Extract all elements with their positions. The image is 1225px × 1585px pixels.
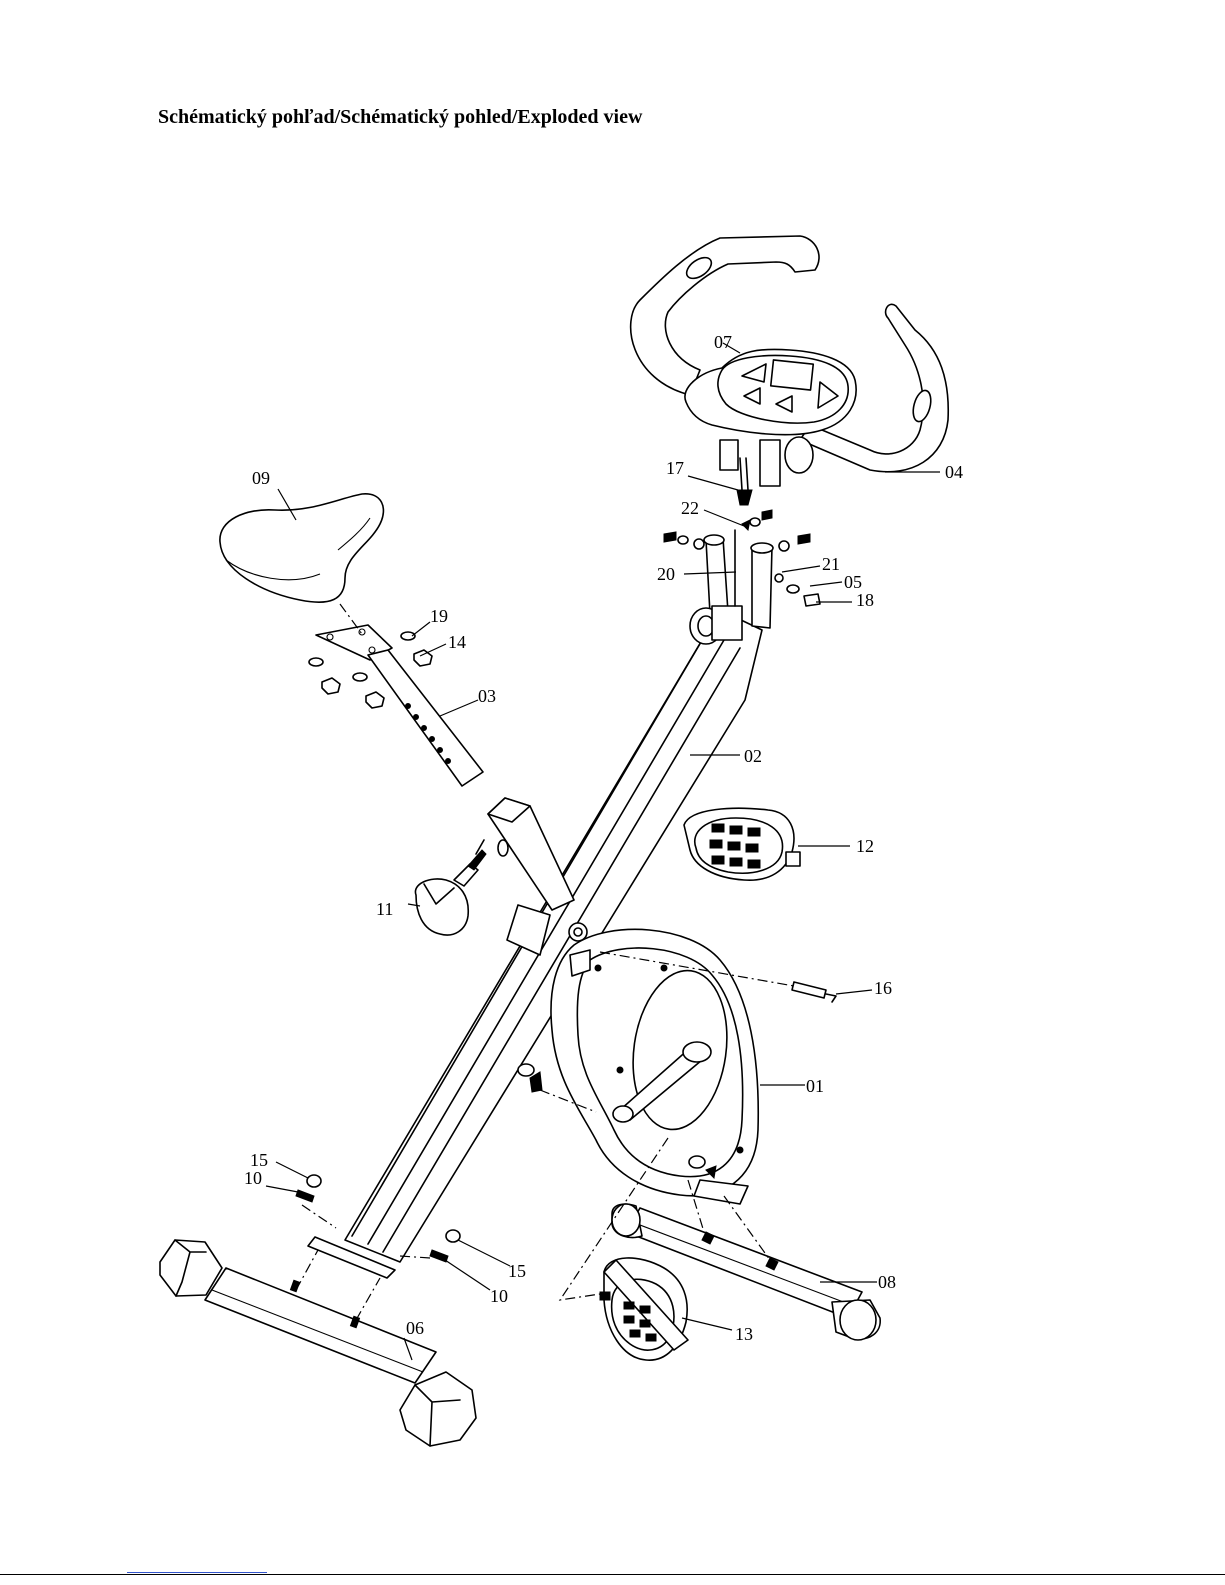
label-part-06: 06	[406, 1318, 424, 1338]
label-part-11: 11	[376, 899, 393, 919]
label-part-18: 18	[856, 590, 874, 610]
label-part-17: 17	[666, 458, 684, 478]
label-part-03: 03	[478, 686, 496, 706]
label-part-04: 04	[945, 462, 963, 482]
label-part-19: 19	[430, 606, 448, 626]
label-part-15-right: 15	[508, 1261, 526, 1281]
label-part-07: 07	[714, 332, 732, 352]
label-part-05: 05	[844, 572, 862, 592]
label-part-14: 14	[448, 632, 466, 652]
pedal-left-drawing	[600, 1258, 688, 1360]
label-part-15-left: 15	[250, 1150, 268, 1170]
label-part-12: 12	[856, 836, 874, 856]
label-part-22: 22	[681, 498, 699, 518]
tension-knob-drawing	[415, 840, 486, 935]
label-part-21: 21	[822, 554, 840, 574]
label-part-02: 02	[744, 746, 762, 766]
label-part-10-left: 10	[244, 1168, 262, 1188]
label-part-09: 09	[252, 468, 270, 488]
rear-stabilizer-drawing	[160, 1240, 476, 1446]
label-part-10-right: 10	[490, 1286, 508, 1306]
seat-drawing	[220, 494, 384, 634]
label-part-13: 13	[735, 1324, 753, 1344]
page-bottom-rule	[0, 1574, 1225, 1575]
footnote-link-underline	[127, 1572, 267, 1573]
label-part-01: 01	[806, 1076, 824, 1096]
top-fasteners-drawing	[664, 510, 820, 606]
pedal-right-drawing	[684, 808, 800, 880]
label-part-20: 20	[657, 564, 675, 584]
label-part-08: 08	[878, 1272, 896, 1292]
label-part-16: 16	[874, 978, 892, 998]
